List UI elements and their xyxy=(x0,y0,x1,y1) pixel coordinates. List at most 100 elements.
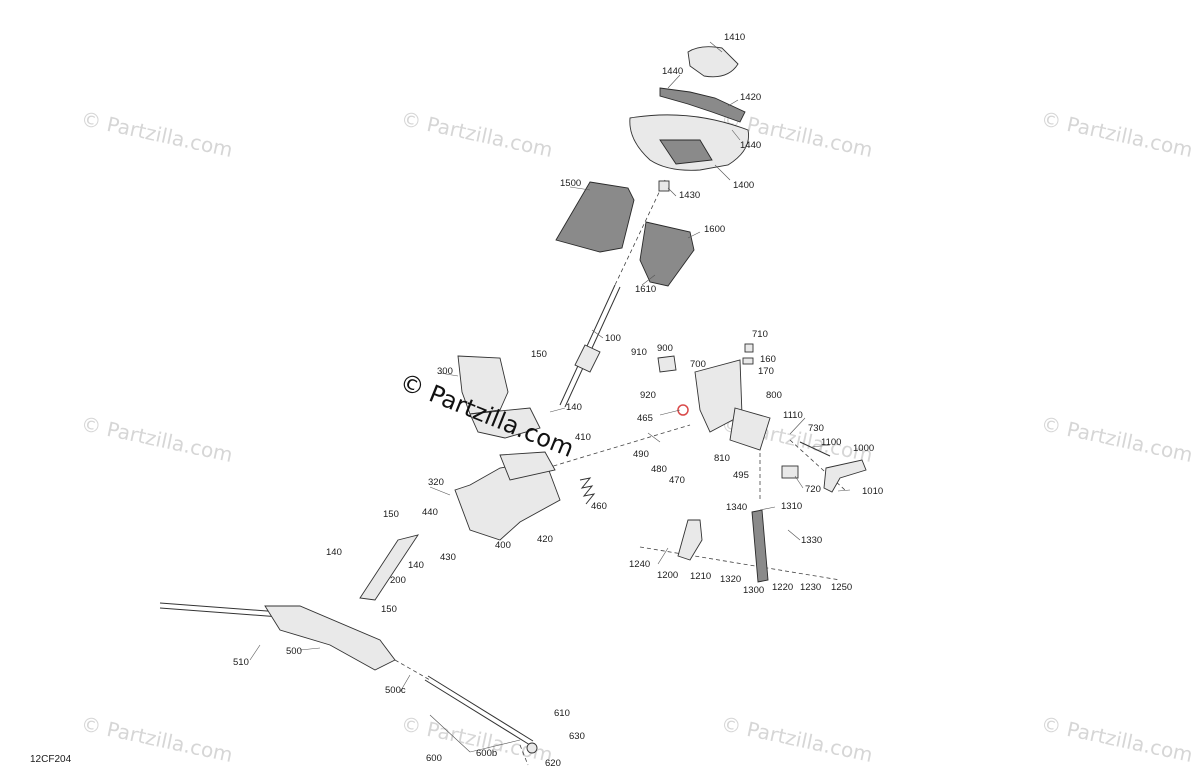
callout-label: 160 xyxy=(760,354,776,365)
watermark: © Partzilla.com xyxy=(1039,106,1195,162)
support-bracket-part xyxy=(694,359,743,433)
highlight-ring xyxy=(677,404,689,416)
callout-label: 1000 xyxy=(853,443,874,454)
watermark: © Partzilla.com xyxy=(79,106,235,162)
callout-label: 400 xyxy=(495,540,511,551)
callout-label: 320 xyxy=(428,477,444,488)
callout-label: 465 xyxy=(637,413,653,424)
callout-label: 410 xyxy=(575,432,591,443)
washer-part xyxy=(742,357,754,365)
diagram-code: 12CF204 xyxy=(30,754,72,765)
callout-label: 1210 xyxy=(690,571,711,582)
callout-label: 900 xyxy=(657,343,673,354)
callout-label: 480 xyxy=(651,464,667,475)
column-support-part xyxy=(454,459,561,541)
callout-label: 630 xyxy=(569,731,585,742)
bushing-part xyxy=(658,180,670,192)
callout-label: 610 xyxy=(554,708,570,719)
callout-label: 440 xyxy=(422,507,438,518)
watermark: © Partzilla.com xyxy=(1039,711,1195,767)
column-support-top-part xyxy=(499,451,556,481)
callout-label: 1110 xyxy=(783,410,803,421)
callout-labels: 1410 1440 1420 1440 1400 1430 1500 1600 … xyxy=(233,32,883,769)
callout-label: 720 xyxy=(805,484,821,495)
plate-bracket-part xyxy=(729,407,771,451)
callout-label: 140 xyxy=(408,560,424,571)
callout-label: 140 xyxy=(326,547,342,558)
callout-label: 920 xyxy=(640,390,656,401)
u-joint-part xyxy=(574,344,601,373)
callout-label: 420 xyxy=(537,534,553,545)
callout-label: 170 xyxy=(758,366,774,377)
callout-label: 1430 xyxy=(679,190,700,201)
callout-label: 710 xyxy=(752,329,768,340)
callout-label: 800 xyxy=(766,390,782,401)
callout-label: 470 xyxy=(669,475,685,486)
tie-rod-right-part xyxy=(427,675,534,742)
callout-label: 430 xyxy=(440,552,456,563)
tie-rod-right-part xyxy=(424,679,531,746)
callout-label: 1410 xyxy=(724,32,745,43)
callout-label: 150 xyxy=(381,604,397,615)
ball-joint-part xyxy=(526,742,538,754)
callout-label: 300 xyxy=(437,366,453,377)
callout-label: 100 xyxy=(605,333,621,344)
steering-cap-part xyxy=(687,46,739,78)
callout-label: 600 xyxy=(426,753,442,764)
power-steering-unit-part xyxy=(457,355,509,415)
callout-label: 910 xyxy=(631,347,647,358)
watermark: © Partzilla.com xyxy=(79,411,235,467)
callout-label: 620 xyxy=(545,758,561,769)
callout-label: 1310 xyxy=(781,501,802,512)
callout-label: 1420 xyxy=(740,92,761,103)
pedal-bar-part xyxy=(751,509,769,583)
callout-label: 1200 xyxy=(657,570,678,581)
watermark: © Partzilla.com xyxy=(1039,411,1195,467)
callout-label: 140 xyxy=(566,402,582,413)
callout-label: 150 xyxy=(383,509,399,520)
lever-part xyxy=(823,459,867,493)
callout-label: 460 xyxy=(591,501,607,512)
callout-label: 1240 xyxy=(629,559,650,570)
intermediate-shaft-part xyxy=(359,534,420,601)
callout-label: 1300 xyxy=(743,585,764,596)
callout-label: 1010 xyxy=(862,486,883,497)
callout-label: 150 xyxy=(531,349,547,360)
upper-cover-part xyxy=(555,181,635,253)
callout-label: 1600 xyxy=(704,224,725,235)
parts-layer xyxy=(159,46,867,754)
bezel-part xyxy=(659,87,746,123)
assembly-axes xyxy=(394,179,846,766)
callout-label: 600b xyxy=(476,748,497,759)
callout-label: 500c xyxy=(385,685,406,696)
spacer-part xyxy=(744,343,754,353)
callout-label: 810 xyxy=(714,453,730,464)
callout-label: 1500 xyxy=(560,178,581,189)
callout-label: 1400 xyxy=(733,180,754,191)
watermark: © Partzilla.com xyxy=(79,711,235,767)
callout-label: 1610 xyxy=(635,284,656,295)
clip-part xyxy=(657,355,677,373)
callout-label: 495 xyxy=(733,470,749,481)
lower-cover-part xyxy=(639,221,695,287)
rod-part xyxy=(799,441,831,457)
callout-label: 1220 xyxy=(772,582,793,593)
steering-rack-part xyxy=(264,605,396,671)
callout-label: 1330 xyxy=(801,535,822,546)
callout-label: 1250 xyxy=(831,582,852,593)
tie-rod-left-part xyxy=(159,607,281,618)
spring-part xyxy=(579,477,596,505)
watermark: © Partzilla.com xyxy=(399,106,555,162)
block-part xyxy=(781,465,799,479)
callout-label: 700 xyxy=(690,359,706,370)
callout-label: 1440 xyxy=(662,66,683,77)
steering-wheel-hub-part xyxy=(659,139,713,165)
callout-label: 490 xyxy=(633,449,649,460)
gearbox-part xyxy=(469,407,541,439)
tie-rod-left-part xyxy=(159,602,281,613)
steering-shaft-part xyxy=(559,284,616,406)
pedal-part xyxy=(677,519,703,561)
callout-label: 730 xyxy=(808,423,824,434)
callout-label: 1320 xyxy=(720,574,741,585)
